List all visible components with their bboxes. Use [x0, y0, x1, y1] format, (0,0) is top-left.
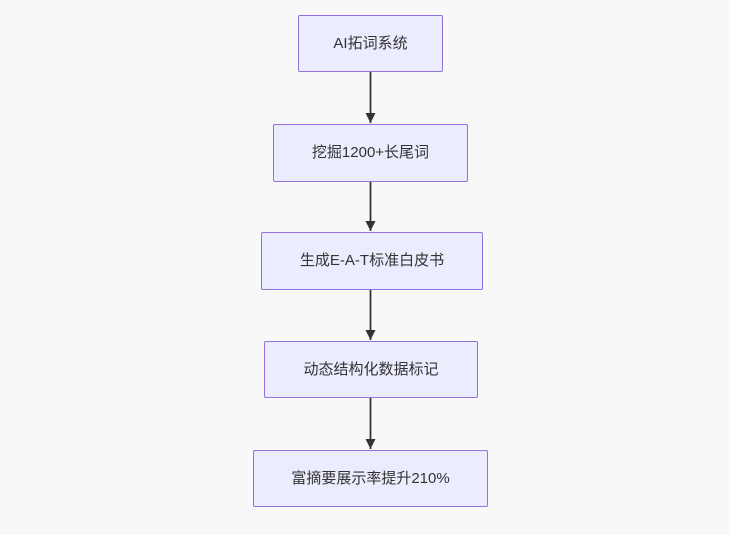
node-label: 挖掘1200+长尾词: [311, 144, 430, 161]
node-rich-snippet-uplift: 富摘要展示率提升210%: [253, 450, 488, 507]
node-label: 富摘要展示率提升210%: [291, 469, 450, 487]
node-longtail-keyword-mining: 挖掘1200+长尾词: [273, 124, 468, 182]
node-ai-keyword-system: AI拓词系统: [298, 15, 443, 72]
node-eat-whitepaper: 生成E-A-T标准白皮书: [261, 232, 483, 290]
node-label: AI拓词系统: [333, 34, 408, 52]
node-label: 生成E-A-T标准白皮书: [299, 252, 445, 269]
node-label: 动态结构化数据标记: [303, 360, 439, 378]
node-structured-data-markup: 动态结构化数据标记: [264, 341, 478, 398]
